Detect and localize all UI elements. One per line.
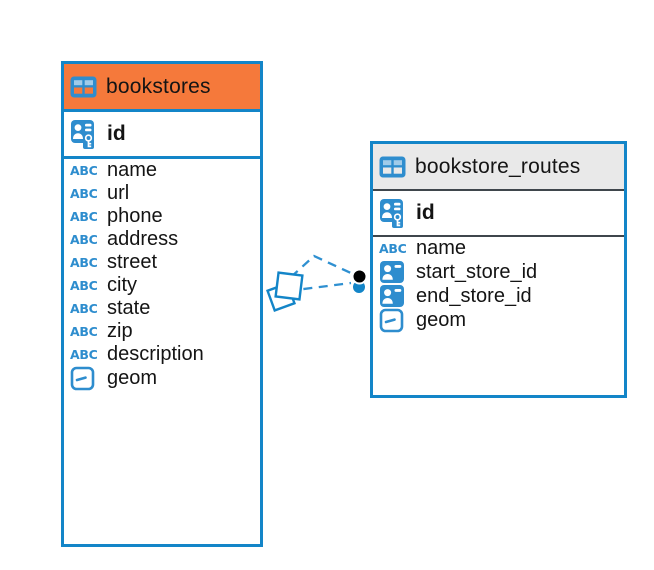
geometry-icon-slot bbox=[379, 308, 409, 333]
text-type-icon: ABC bbox=[70, 278, 98, 293]
column-list: ABC name start_store_id end_store_id bbox=[373, 237, 624, 333]
fk-icon-slot bbox=[379, 260, 409, 284]
header-divider bbox=[64, 109, 260, 112]
primary-key-icon bbox=[71, 119, 94, 149]
text-icon-slot: ABC bbox=[70, 347, 100, 362]
foreign-key-icon bbox=[380, 285, 404, 307]
entity-table-bookstores[interactable]: bookstores id ABC name ABC bbox=[61, 61, 263, 547]
table-name: bookstores bbox=[106, 74, 211, 98]
relation-square-marker-front bbox=[274, 271, 304, 301]
header-divider bbox=[373, 189, 624, 191]
primary-key-row[interactable]: id bbox=[64, 112, 260, 156]
geometry-icon-slot bbox=[70, 366, 100, 391]
relationship-line-lower bbox=[287, 281, 352, 293]
column-list: ABC name ABC url ABC phone ABC address bbox=[64, 159, 260, 391]
text-type-icon: ABC bbox=[70, 324, 98, 339]
text-icon-slot: ABC bbox=[70, 232, 100, 247]
column-name: name bbox=[416, 237, 467, 259]
column-name: id bbox=[416, 201, 435, 224]
column-name: url bbox=[107, 182, 130, 204]
column-row[interactable]: ABC street bbox=[64, 251, 260, 274]
pk-icon-slot bbox=[70, 119, 100, 150]
column-name: zip bbox=[107, 320, 133, 342]
entity-table-bookstore-routes[interactable]: bookstore_routes id ABC name bbox=[370, 141, 627, 398]
column-name: end_store_id bbox=[416, 284, 532, 307]
text-type-icon: ABC bbox=[70, 301, 98, 316]
column-name: geom bbox=[107, 367, 158, 389]
text-icon-slot: ABC bbox=[70, 163, 100, 178]
column-row[interactable]: end_store_id bbox=[373, 284, 624, 308]
text-type-icon: ABC bbox=[70, 163, 98, 178]
column-name: phone bbox=[107, 205, 163, 227]
text-icon-slot: ABC bbox=[70, 255, 100, 270]
column-name: id bbox=[107, 122, 126, 145]
column-name: name bbox=[107, 159, 158, 181]
pk-icon-slot bbox=[379, 198, 409, 229]
relationship-links[interactable] bbox=[266, 254, 368, 312]
geometry-type-icon bbox=[379, 308, 404, 333]
table-name: bookstore_routes bbox=[415, 154, 581, 178]
column-row[interactable]: ABC address bbox=[64, 228, 260, 251]
text-type-icon: ABC bbox=[70, 209, 98, 224]
primary-key-icon bbox=[380, 198, 403, 228]
column-row[interactable]: ABC url bbox=[64, 182, 260, 205]
column-row[interactable]: ABC city bbox=[64, 274, 260, 297]
column-row[interactable]: ABC zip bbox=[64, 320, 260, 343]
text-icon-slot: ABC bbox=[70, 278, 100, 293]
text-type-icon: ABC bbox=[379, 241, 407, 256]
column-name: street bbox=[107, 251, 158, 273]
column-name: description bbox=[107, 343, 204, 365]
column-row[interactable]: ABC phone bbox=[64, 205, 260, 228]
text-icon-slot: ABC bbox=[379, 241, 409, 256]
column-row[interactable]: start_store_id bbox=[373, 260, 624, 284]
text-icon-slot: ABC bbox=[70, 301, 100, 316]
pk-divider bbox=[64, 156, 260, 159]
column-row[interactable]: ABC state bbox=[64, 297, 260, 320]
text-type-icon: ABC bbox=[70, 232, 98, 247]
column-row[interactable]: ABC description bbox=[64, 343, 260, 366]
column-row[interactable]: ABC name bbox=[373, 237, 624, 260]
fk-icon-slot bbox=[379, 284, 409, 308]
text-icon-slot: ABC bbox=[70, 324, 100, 339]
text-icon-slot: ABC bbox=[70, 186, 100, 201]
table-header[interactable]: bookstore_routes bbox=[373, 144, 624, 189]
column-row[interactable]: geom bbox=[373, 308, 624, 333]
column-row[interactable]: ABC name bbox=[64, 159, 260, 182]
relationship-line-upper bbox=[290, 254, 354, 278]
pk-divider bbox=[373, 235, 624, 237]
column-name: address bbox=[107, 228, 179, 250]
text-type-icon: ABC bbox=[70, 255, 98, 270]
column-name: geom bbox=[416, 309, 467, 331]
column-name: state bbox=[107, 297, 151, 319]
relation-dot-marker-black bbox=[351, 268, 368, 285]
text-type-icon: ABC bbox=[70, 186, 98, 201]
foreign-key-icon bbox=[380, 261, 404, 283]
column-name: city bbox=[107, 274, 137, 296]
primary-key-row[interactable]: id bbox=[373, 191, 624, 235]
table-icon bbox=[70, 76, 97, 97]
table-header[interactable]: bookstores bbox=[64, 64, 260, 109]
geometry-type-icon bbox=[70, 366, 95, 391]
table-icon bbox=[379, 156, 406, 177]
text-type-icon: ABC bbox=[70, 347, 98, 362]
text-icon-slot: ABC bbox=[70, 209, 100, 224]
column-name: start_store_id bbox=[416, 260, 538, 283]
column-row[interactable]: geom bbox=[64, 366, 260, 391]
